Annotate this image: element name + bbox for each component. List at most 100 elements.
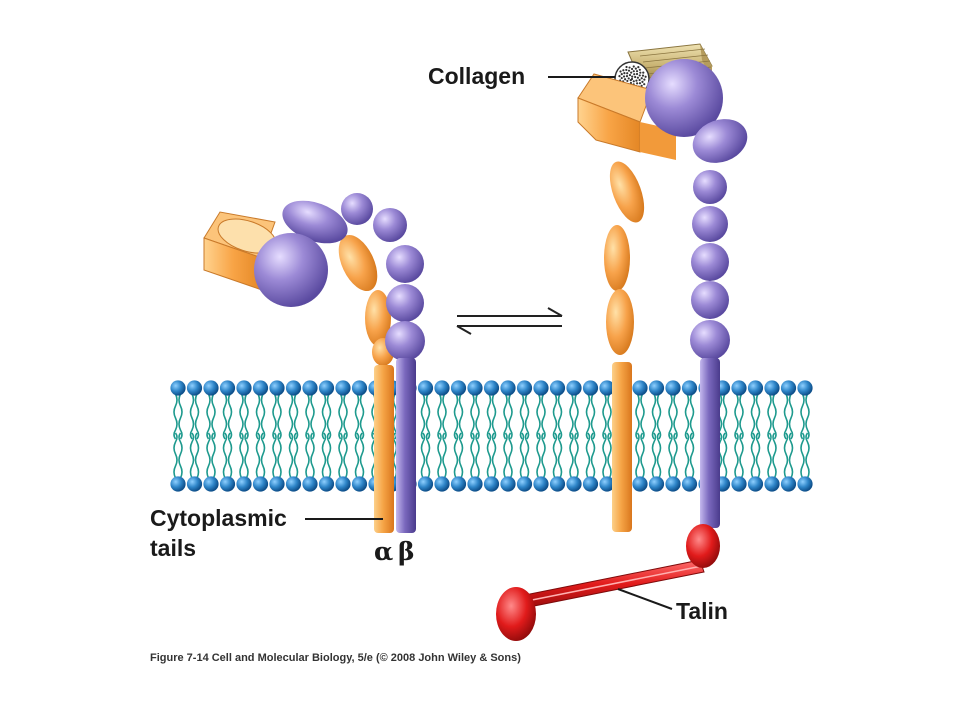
figure-caption: Figure 7-14 Cell and Molecular Biology, … — [150, 652, 521, 664]
collagen-strand-dot — [634, 67, 637, 70]
beta-leg-domain — [385, 321, 425, 361]
lipid-tail — [458, 393, 464, 440]
collagen-strand-dot — [634, 75, 637, 79]
beta-transmembrane-rod — [396, 358, 416, 533]
lipid-head — [467, 476, 483, 492]
lipid-tail — [772, 432, 777, 479]
lipid-tail — [569, 432, 574, 479]
collagen-strand-dot — [626, 72, 629, 75]
collagen-strand-dot — [629, 81, 633, 85]
lipid-tail — [425, 432, 431, 479]
lipid-head — [731, 476, 747, 492]
lipid-tail — [442, 393, 447, 440]
lipid-tail — [211, 393, 216, 440]
lipid-tail — [338, 432, 343, 479]
lipid-head — [747, 476, 764, 492]
lipid-tail — [519, 432, 525, 479]
lipid-head — [566, 476, 582, 492]
lipid-tail — [442, 432, 447, 479]
lipid-tail — [255, 393, 261, 440]
collagen-strand-dot — [625, 74, 629, 78]
collagen-strand-dot — [635, 79, 638, 82]
collagen-strand-dot — [635, 70, 639, 73]
lipid-head — [632, 476, 648, 492]
alpha-leg-domain — [606, 289, 634, 355]
lipid-tail — [635, 393, 640, 440]
lipid-tail — [173, 432, 178, 479]
beta-leg-domain — [691, 281, 729, 319]
talin-leader-line — [617, 588, 673, 610]
lipid-tail — [486, 393, 492, 440]
lipid-tail — [783, 432, 789, 479]
lipid-head — [632, 380, 648, 396]
lipid-tail — [453, 393, 459, 440]
lipid-head — [434, 476, 450, 492]
lipid-tail — [541, 432, 546, 479]
beta-leg-domain — [693, 170, 727, 204]
lipid-tail — [475, 432, 480, 479]
beta-leg-domain — [692, 119, 748, 163]
collagen-strand-dot — [620, 73, 623, 76]
lipid-tail — [272, 393, 277, 440]
lipid-head — [533, 476, 549, 492]
collagen-strand-dot — [640, 77, 643, 80]
lipid-tail — [519, 393, 525, 440]
collagen-strand-dot — [628, 66, 631, 69]
lipid-tail — [607, 432, 612, 479]
lipid-tail — [656, 393, 662, 440]
lipid-tail — [194, 393, 200, 440]
lipid-tail — [569, 393, 574, 440]
lipid-tail — [788, 432, 794, 479]
lipid-tail — [326, 393, 332, 440]
lipid-tail — [305, 432, 310, 479]
collagen-strand-dot — [636, 82, 639, 85]
collagen-strand-dot — [622, 69, 625, 72]
beta-leg-domain — [691, 243, 729, 281]
lipid-tail — [437, 432, 442, 479]
lipid-tail — [673, 393, 678, 440]
lipid-tail — [524, 432, 530, 479]
lipid-tail — [602, 393, 607, 440]
lipid-tail — [739, 432, 744, 479]
lipid-tail — [734, 393, 739, 440]
lipid-tail — [354, 393, 360, 440]
lipid-tail — [288, 432, 294, 479]
alpha-leg-domain — [609, 161, 645, 223]
collagen-strand-dot — [630, 67, 634, 71]
lipid-tail — [800, 432, 805, 479]
lipid-head — [780, 476, 797, 492]
lipid-tail — [750, 432, 756, 479]
lipid-tail — [359, 432, 365, 479]
lipid-head — [351, 476, 368, 492]
collagen-strand-dot — [623, 72, 626, 75]
lipid-tail — [211, 432, 216, 479]
lipid-tail — [651, 393, 657, 440]
lipid-tail — [755, 432, 761, 479]
collagen-strand-dot — [633, 73, 636, 76]
beta-head-domain — [645, 59, 723, 137]
lipid-tail — [173, 393, 178, 440]
lipid-head — [797, 380, 813, 396]
lipid-tail — [557, 393, 563, 440]
lipid-head — [747, 380, 764, 396]
lipid-tail — [305, 393, 310, 440]
lipid-head — [236, 380, 252, 396]
lipid-head — [450, 380, 467, 396]
lipid-tail — [437, 393, 442, 440]
lipid-head — [269, 380, 285, 396]
lipid-tail — [684, 432, 690, 479]
lipid-head — [500, 476, 516, 492]
lipid-tail — [255, 432, 261, 479]
lipid-tail — [607, 393, 612, 440]
lipid-head — [665, 476, 681, 492]
lipid-head — [450, 476, 467, 492]
lipid-tail — [293, 432, 299, 479]
lipid-tail — [222, 393, 228, 440]
lipid-head — [318, 476, 335, 492]
lipid-tail — [673, 432, 678, 479]
beta-leg-domain — [692, 206, 728, 242]
lipid-tail — [239, 432, 244, 479]
lipid-tail — [590, 432, 596, 479]
lipid-tail — [288, 393, 294, 440]
lipid-tail — [602, 432, 607, 479]
